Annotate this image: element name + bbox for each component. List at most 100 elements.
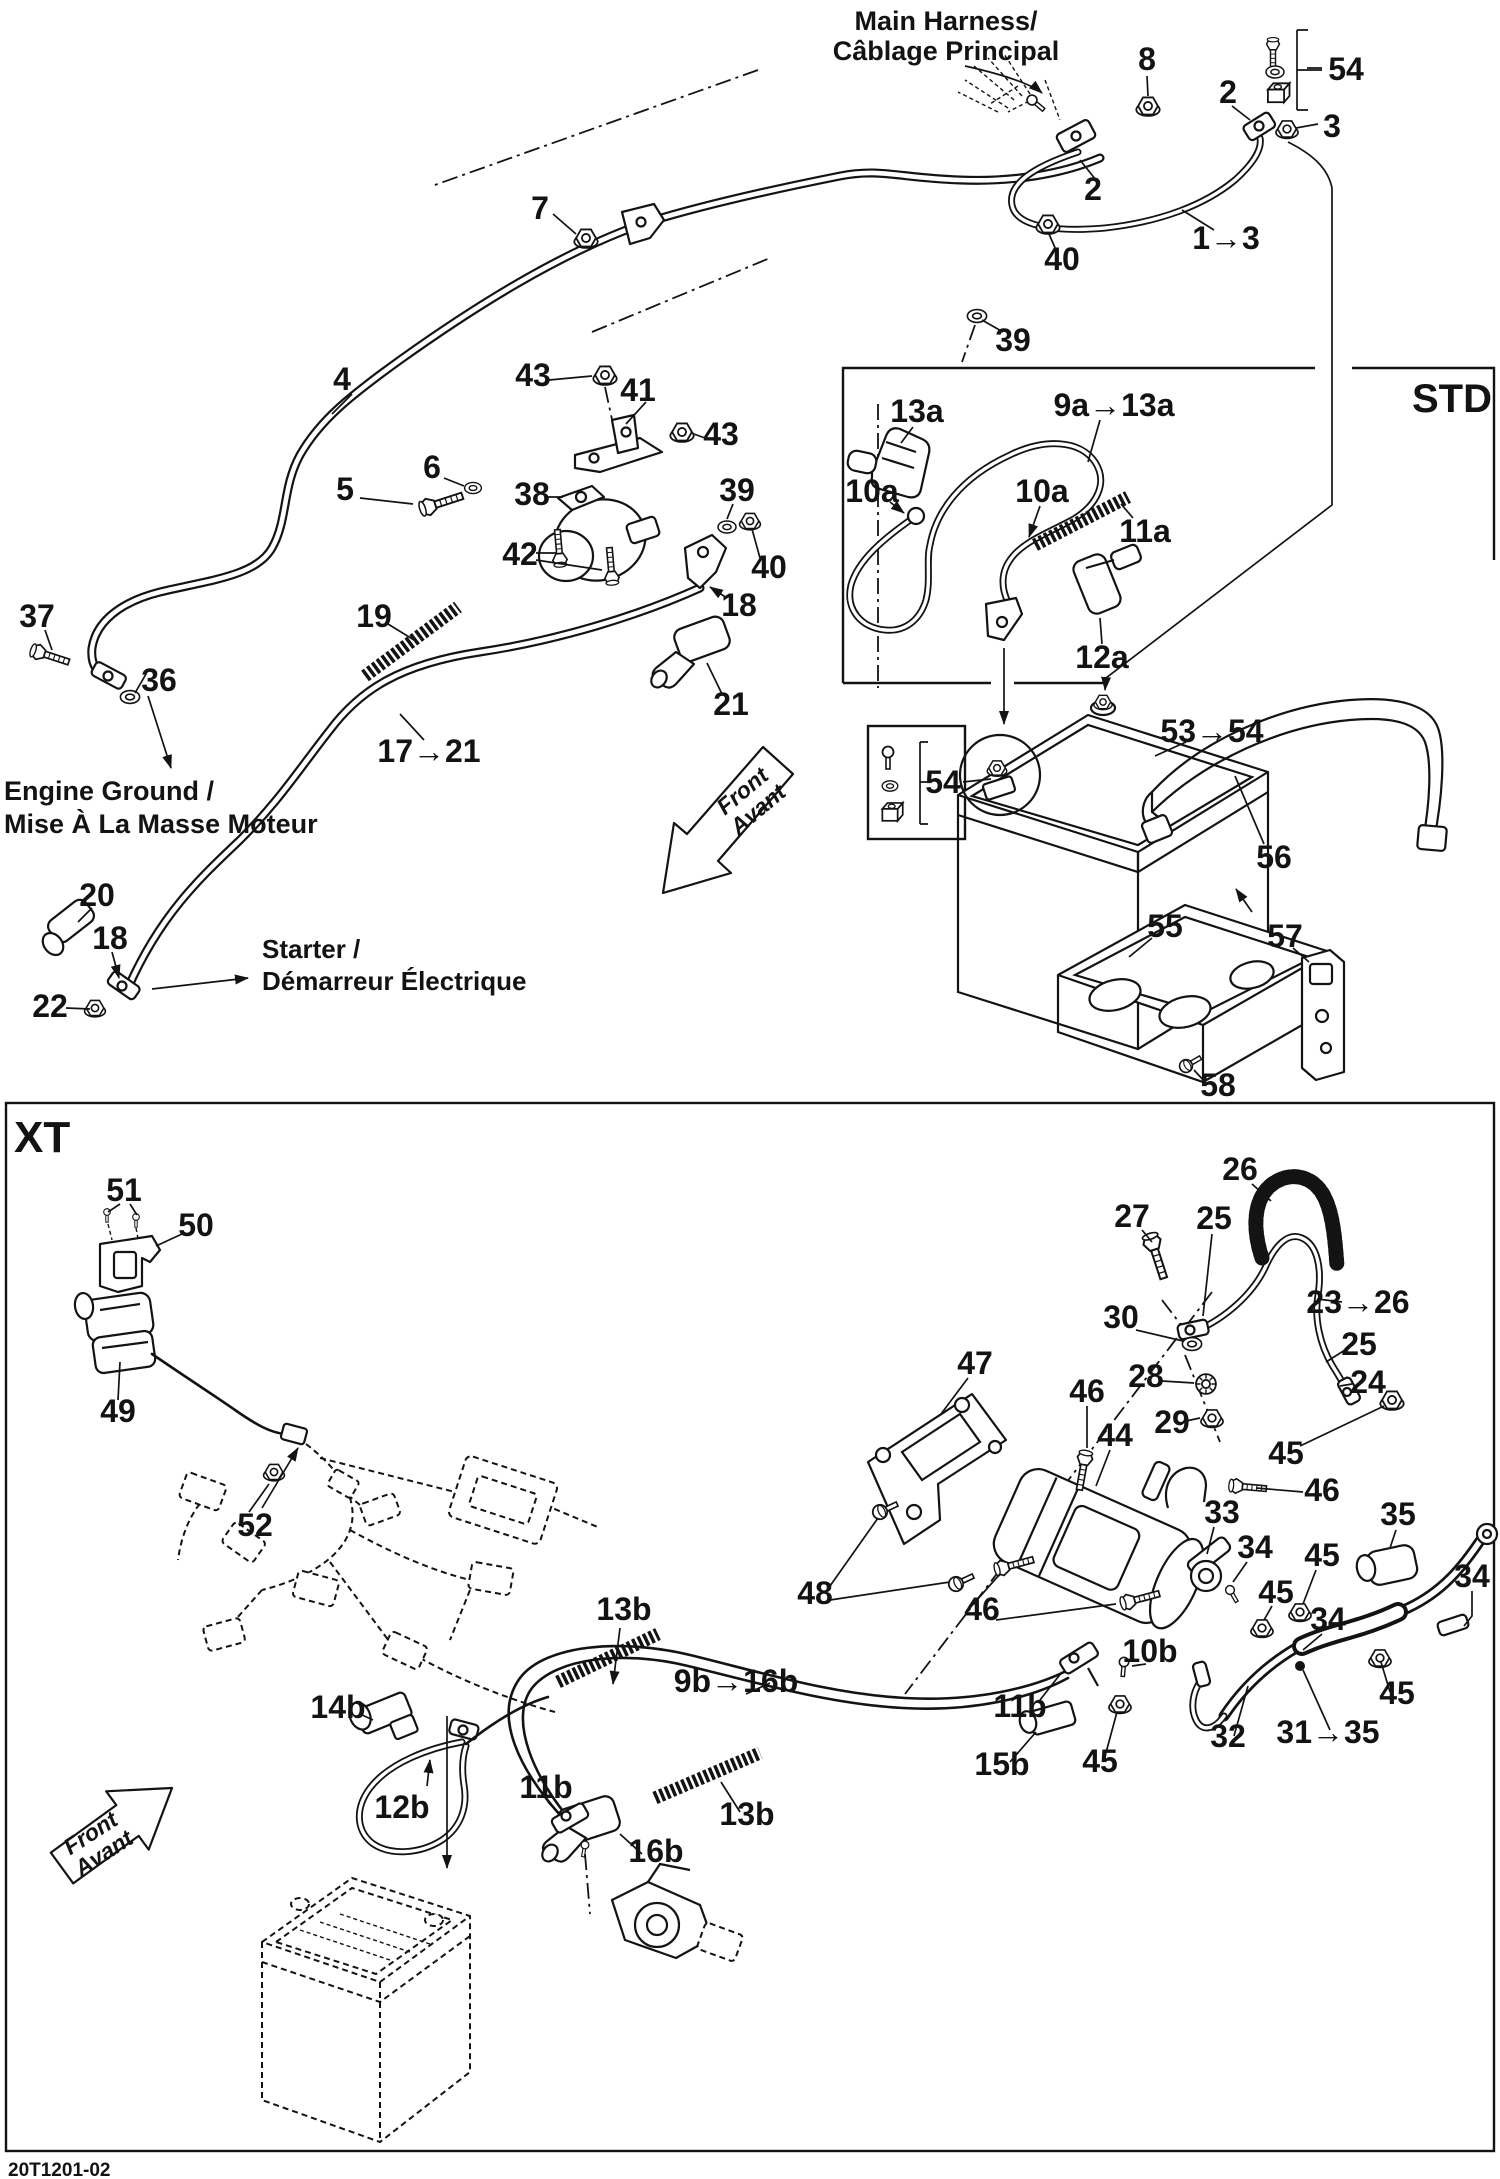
callout-46-2: 46 (1304, 1472, 1340, 1508)
callout-27: 27 (1114, 1198, 1150, 1234)
callout-28: 28 (1128, 1358, 1164, 1394)
callout-12b: 12b (374, 1789, 429, 1825)
std-box-border (841, 366, 1496, 685)
callout-13b-2: 13b (719, 1796, 774, 1832)
main-harness-label-fr: Câblage Principal (833, 36, 1060, 66)
front-arrow-xt: Front Avant (49, 1786, 174, 1885)
main-harness-label-en: Main Harness/ (854, 6, 1038, 36)
washer-30-icon (1181, 1336, 1203, 1352)
callout-9a-13a: 9a→13a (1054, 387, 1175, 423)
drawing-code: 20T1201-02 (8, 2160, 110, 2179)
bolt-5-icon (416, 486, 466, 519)
callout-43-b: 43 (703, 416, 739, 452)
lug-34-right (1436, 1613, 1470, 1637)
callout-44: 44 (1097, 1417, 1133, 1453)
cable-9b-16b (464, 1644, 1074, 1824)
callout-41: 41 (620, 372, 656, 408)
washer-6-icon (463, 481, 483, 495)
solenoid-assembly-38 (537, 484, 661, 583)
threaded-rod-13b-2 (652, 1747, 763, 1804)
bolt-27-icon (1139, 1229, 1174, 1282)
threaded-rod-11a (1032, 491, 1131, 551)
callout-18-top: 18 (721, 587, 757, 623)
callout-21: 21 (713, 686, 749, 722)
callout-2-left: 2 (1084, 171, 1102, 207)
boot-20 (41, 898, 95, 957)
engine-ground-label-en: Engine Ground / (4, 776, 214, 806)
battery-53-54 (956, 694, 1270, 1051)
main-harness-connector (957, 53, 1097, 153)
callout-49: 49 (100, 1393, 136, 1429)
callout-31-35: 31→35 (1276, 1714, 1379, 1750)
terminal-bracket-18-top (683, 533, 728, 590)
arrow-leaders-top (110, 65, 1333, 990)
callout-1-3: 1→3 (1192, 220, 1260, 256)
front-arrow-top: Front Avant (661, 745, 795, 895)
nut-45-icon-e (1108, 1695, 1132, 1715)
callout-45-4: 45 (1379, 1675, 1415, 1711)
xt-box-border (4, 1101, 1496, 2153)
callout-34-2: 34 (1454, 1558, 1490, 1594)
leader-lines-top (44, 67, 1322, 1083)
callout-50: 50 (178, 1207, 214, 1243)
callout-54-top: 54 (1328, 51, 1364, 87)
nut-45-icon-d (1368, 1649, 1392, 1669)
callout-22: 22 (32, 988, 68, 1024)
callout-16b: 16b (628, 1833, 683, 1869)
battery-cable-4 (87, 153, 1105, 684)
callout-24: 24 (1350, 1364, 1386, 1400)
callout-3: 3 (1323, 108, 1341, 144)
callout-9b-16b: 9b→16b (674, 1663, 798, 1699)
bracket-41 (573, 413, 664, 474)
callout-35: 35 (1380, 1496, 1416, 1532)
terminal-2-and-nut-3 (1242, 111, 1299, 142)
starter-label-fr: Démarreur Électrique (262, 966, 526, 996)
callout-46-3: 46 (964, 1591, 1000, 1627)
screw-guide-lines (107, 79, 1061, 1245)
callout-5: 5 (336, 471, 354, 507)
boot-13a (846, 427, 931, 499)
nut-40-icon-a (1035, 214, 1061, 235)
nut-45-icon-c (1250, 1619, 1274, 1639)
callout-6: 6 (423, 449, 441, 485)
callout-26: 26 (1222, 1151, 1258, 1187)
terminal-bracket-11b-left (550, 1802, 591, 1859)
cable-23-26 (1176, 1233, 1361, 1406)
threaded-rod-13b-1 (555, 1628, 661, 1688)
connector-15b (1018, 1700, 1077, 1736)
callout-45-3: 45 (1258, 1574, 1294, 1610)
callout-25-top: 25 (1196, 1200, 1232, 1236)
corrugated-sleeve-26 (1248, 1169, 1345, 1274)
callout-45-1: 45 (1268, 1435, 1304, 1471)
callout-15b: 15b (974, 1746, 1029, 1782)
engine-ground-lug (27, 641, 141, 705)
callout-40-b: 40 (751, 549, 787, 585)
arrow-leaders-xt (261, 1447, 621, 1787)
wiring-harness-phantom (177, 1443, 601, 1713)
callout-51: 51 (106, 1172, 142, 1208)
callout-40-a: 40 (1044, 241, 1080, 277)
battery-strap-56 (1140, 698, 1448, 852)
boot-12a (1072, 543, 1142, 615)
starter-motor-44 (992, 1460, 1208, 1630)
nut-43-icon-1 (592, 365, 618, 386)
callout-48: 48 (797, 1575, 833, 1611)
callout-23-26: 23→26 (1306, 1284, 1409, 1320)
callout-42: 42 (502, 536, 538, 572)
callout-25-bottom: 25 (1341, 1326, 1377, 1362)
bracket-57 (1300, 948, 1346, 1082)
callout-55: 55 (1147, 908, 1183, 944)
callout-33: 33 (1204, 1494, 1240, 1530)
bracket-47 (866, 1392, 1008, 1546)
callout-8: 8 (1138, 41, 1156, 77)
callout-12a: 12a (1075, 639, 1129, 675)
callout-10a-left: 10a (845, 473, 899, 509)
hardware-54-inset (881, 741, 930, 825)
callout-52: 52 (237, 1507, 273, 1543)
callout-54-inset: 54 (925, 764, 961, 800)
callout-36: 36 (141, 662, 177, 698)
callout-18-bottom: 18 (92, 920, 128, 956)
nut-8-icon (1135, 96, 1161, 117)
solenoid-sketch-bottom (610, 1862, 744, 1962)
